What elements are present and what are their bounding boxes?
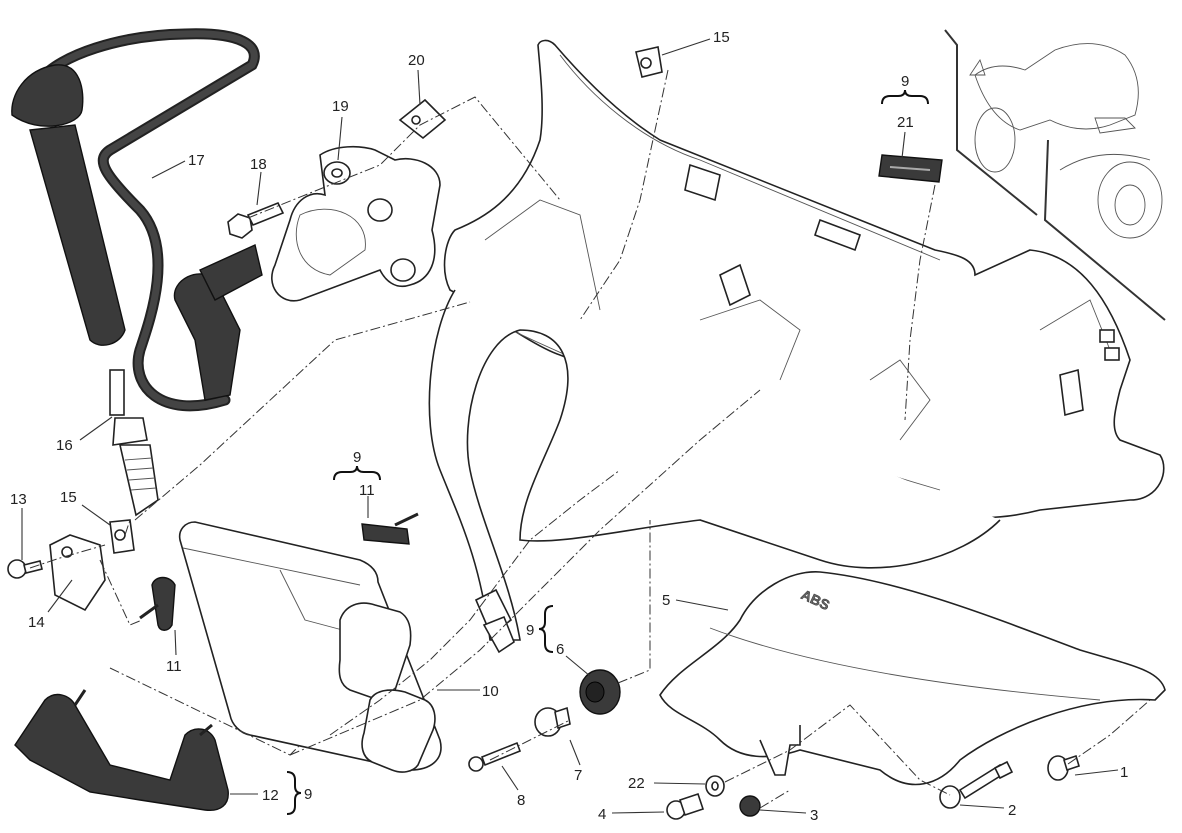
callout-7: 7 [574, 767, 582, 784]
callout-6: 6 [556, 641, 564, 658]
assembly-lines [29, 69, 1151, 809]
callout-9-top: 9 [901, 73, 909, 90]
spring-clip [398, 98, 447, 140]
callout-11-lower: 11 [166, 658, 182, 675]
callout-14: 14 [28, 614, 45, 631]
side-panel: ABS [659, 571, 1166, 786]
callout-13: 13 [10, 491, 27, 508]
spacer-7 [534, 706, 571, 737]
callout-1: 1 [1120, 764, 1128, 781]
ignition-coil [271, 145, 441, 302]
rubber-grommet-11 [139, 576, 176, 631]
screw-13 [7, 559, 43, 579]
callout-9-side: 9 [526, 622, 534, 639]
engine-control-unit [178, 521, 442, 773]
callout-5: 5 [662, 592, 670, 609]
callout-11-upper: 11 [359, 482, 375, 499]
callout-19: 19 [332, 98, 349, 115]
callout-4: 4 [598, 806, 606, 823]
bolt-8 [468, 741, 522, 772]
rubber-pad-21 [878, 154, 943, 183]
callout-16: 16 [56, 437, 73, 454]
callout-20: 20 [408, 52, 425, 69]
callout-21: 21 [897, 114, 914, 131]
callout-9-upper: 9 [353, 449, 361, 466]
callout-2: 2 [1008, 802, 1016, 819]
callout-labels: 1 2 3 4 5 6 7 8 9 9 9 9 10 11 11 12 13 1… [10, 29, 1128, 824]
callout-8: 8 [517, 792, 525, 809]
callout-3: 3 [810, 807, 818, 824]
rubber-grommet-6 [579, 669, 621, 715]
spring-clip-15 [109, 519, 135, 554]
rubber-pad-11 [361, 512, 419, 545]
callout-10: 10 [482, 683, 499, 700]
leader-lines [21, 38, 1119, 814]
callout-18: 18 [250, 156, 267, 173]
callout-15-lower: 15 [60, 489, 77, 506]
callout-15-top: 15 [713, 29, 730, 46]
washer-22 [705, 775, 725, 797]
motorcycle-inset [944, 29, 1166, 321]
bolt [227, 201, 285, 239]
side-air-duct [428, 289, 1001, 654]
ignition-cable [11, 28, 263, 412]
ecu-bracket [14, 689, 229, 812]
callout-12: 12 [262, 787, 279, 804]
callout-22: 22 [628, 775, 645, 792]
callout-17: 17 [188, 152, 205, 169]
callout-9-bottom: 9 [304, 786, 312, 803]
group-braces [286, 89, 929, 815]
bushing-4 [666, 792, 705, 820]
front-fairing-frame [443, 39, 1165, 519]
nut-3 [739, 795, 761, 817]
spark-plug [109, 369, 159, 517]
stud-bolt-2 [939, 760, 1014, 809]
